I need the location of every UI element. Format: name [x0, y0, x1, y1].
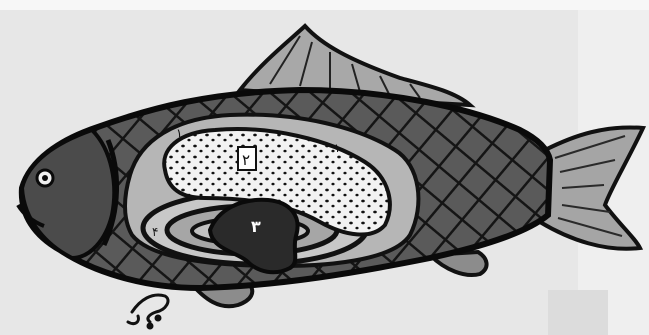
label-1-secondary: ۱	[334, 141, 340, 155]
label-1: ۱	[176, 126, 182, 140]
label-2: ۲	[242, 151, 250, 169]
eye-pupil	[42, 175, 48, 181]
label-3: ۳	[251, 217, 261, 236]
label-4: ۴	[152, 225, 158, 239]
top-edge	[0, 0, 649, 10]
corner-smudge	[548, 290, 608, 335]
